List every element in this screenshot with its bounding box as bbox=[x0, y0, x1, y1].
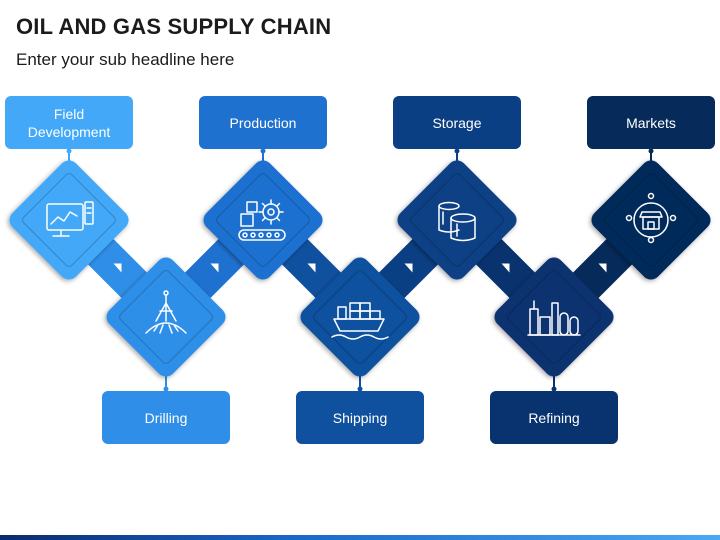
page-title: OIL AND GAS SUPPLY CHAIN bbox=[16, 14, 332, 39]
gear-conveyor-icon bbox=[238, 199, 286, 241]
flow-arrow-icon bbox=[307, 263, 316, 273]
stage-label-field-development: Field Development bbox=[5, 96, 133, 149]
stem-dot bbox=[648, 148, 654, 154]
stage-label-storage: Storage bbox=[393, 96, 521, 149]
flow-arrow-icon bbox=[598, 263, 607, 273]
page-subtitle: Enter your sub headline here bbox=[16, 50, 235, 69]
stem-dot bbox=[357, 386, 363, 392]
storage-tanks-icon bbox=[438, 201, 476, 242]
stage-label-shipping: Shipping bbox=[296, 391, 424, 444]
stage-diamond bbox=[9, 160, 129, 280]
flow-arrow-icon bbox=[404, 263, 413, 273]
stage-diamond bbox=[397, 160, 517, 280]
drilling-rig-icon bbox=[145, 290, 187, 334]
stage-diamond bbox=[494, 257, 614, 377]
stage-label-production: Production bbox=[199, 96, 327, 149]
stage-label-drilling: Drilling bbox=[102, 391, 230, 444]
stage-label-markets: Markets bbox=[587, 96, 715, 149]
stage-diamond bbox=[300, 257, 420, 377]
cargo-ship-icon bbox=[331, 302, 389, 340]
market-people-icon bbox=[625, 192, 677, 244]
stem-dot bbox=[454, 148, 460, 154]
stem-dot bbox=[163, 386, 169, 392]
refinery-icon bbox=[527, 300, 581, 336]
stem-dot bbox=[260, 148, 266, 154]
flow-arrow-icon bbox=[210, 263, 219, 273]
monitor-chart-icon bbox=[46, 201, 94, 237]
footer-bar bbox=[0, 535, 720, 540]
stage-diamond bbox=[591, 160, 711, 280]
flow-arrow-icon bbox=[501, 263, 510, 273]
stage-diamond bbox=[106, 257, 226, 377]
stem-dot bbox=[66, 148, 72, 154]
stage-diamond bbox=[203, 160, 323, 280]
stage-label-refining: Refining bbox=[490, 391, 618, 444]
stem-dot bbox=[551, 386, 557, 392]
flow-arrow-icon bbox=[113, 263, 122, 273]
